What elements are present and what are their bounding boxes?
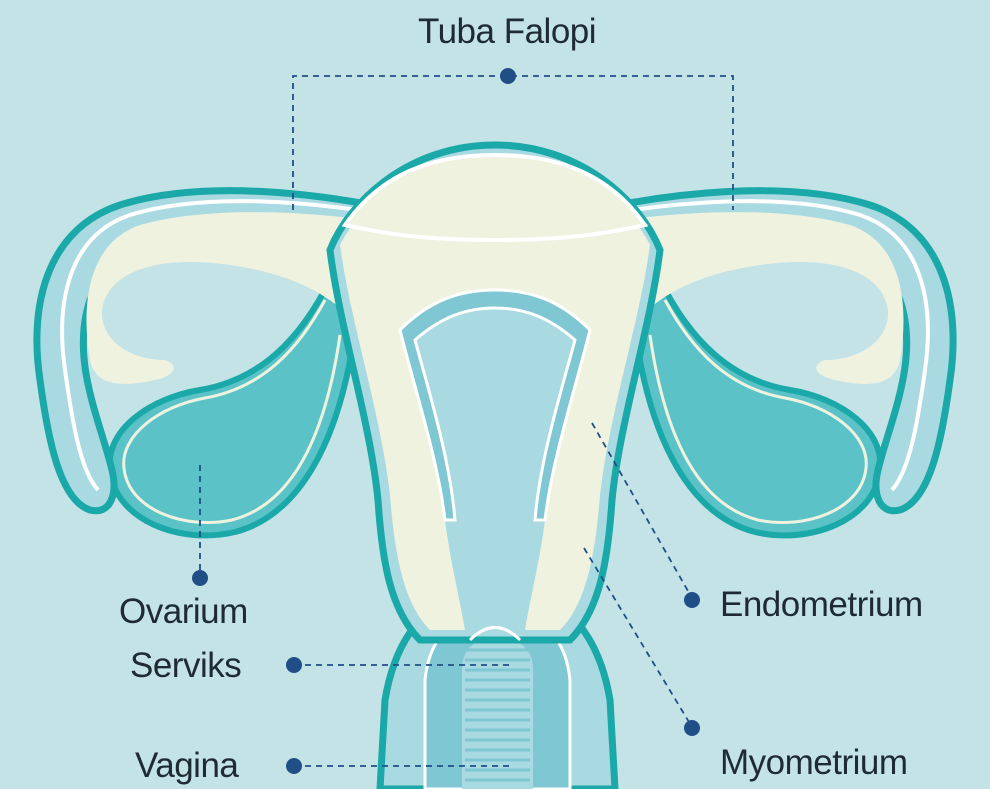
ovary-label: Ovarium [119, 594, 248, 629]
myometrium-dot [684, 720, 700, 736]
cervix-dot [286, 657, 302, 673]
tube-dot [500, 68, 516, 84]
ovary-dot [192, 570, 208, 586]
vagina-dot [286, 758, 302, 774]
vagina-label: Vagina [135, 748, 238, 783]
myometrium-label: Myometrium [720, 745, 908, 780]
endometrium-dot [684, 592, 700, 608]
fallopian-tube-label: Tuba Falopi [418, 14, 596, 49]
right-ovary [635, 280, 880, 535]
uterus [330, 145, 660, 640]
left-ovary [110, 280, 355, 535]
endometrium-label: Endometrium [720, 587, 923, 622]
cervix-label: Serviks [130, 648, 241, 683]
